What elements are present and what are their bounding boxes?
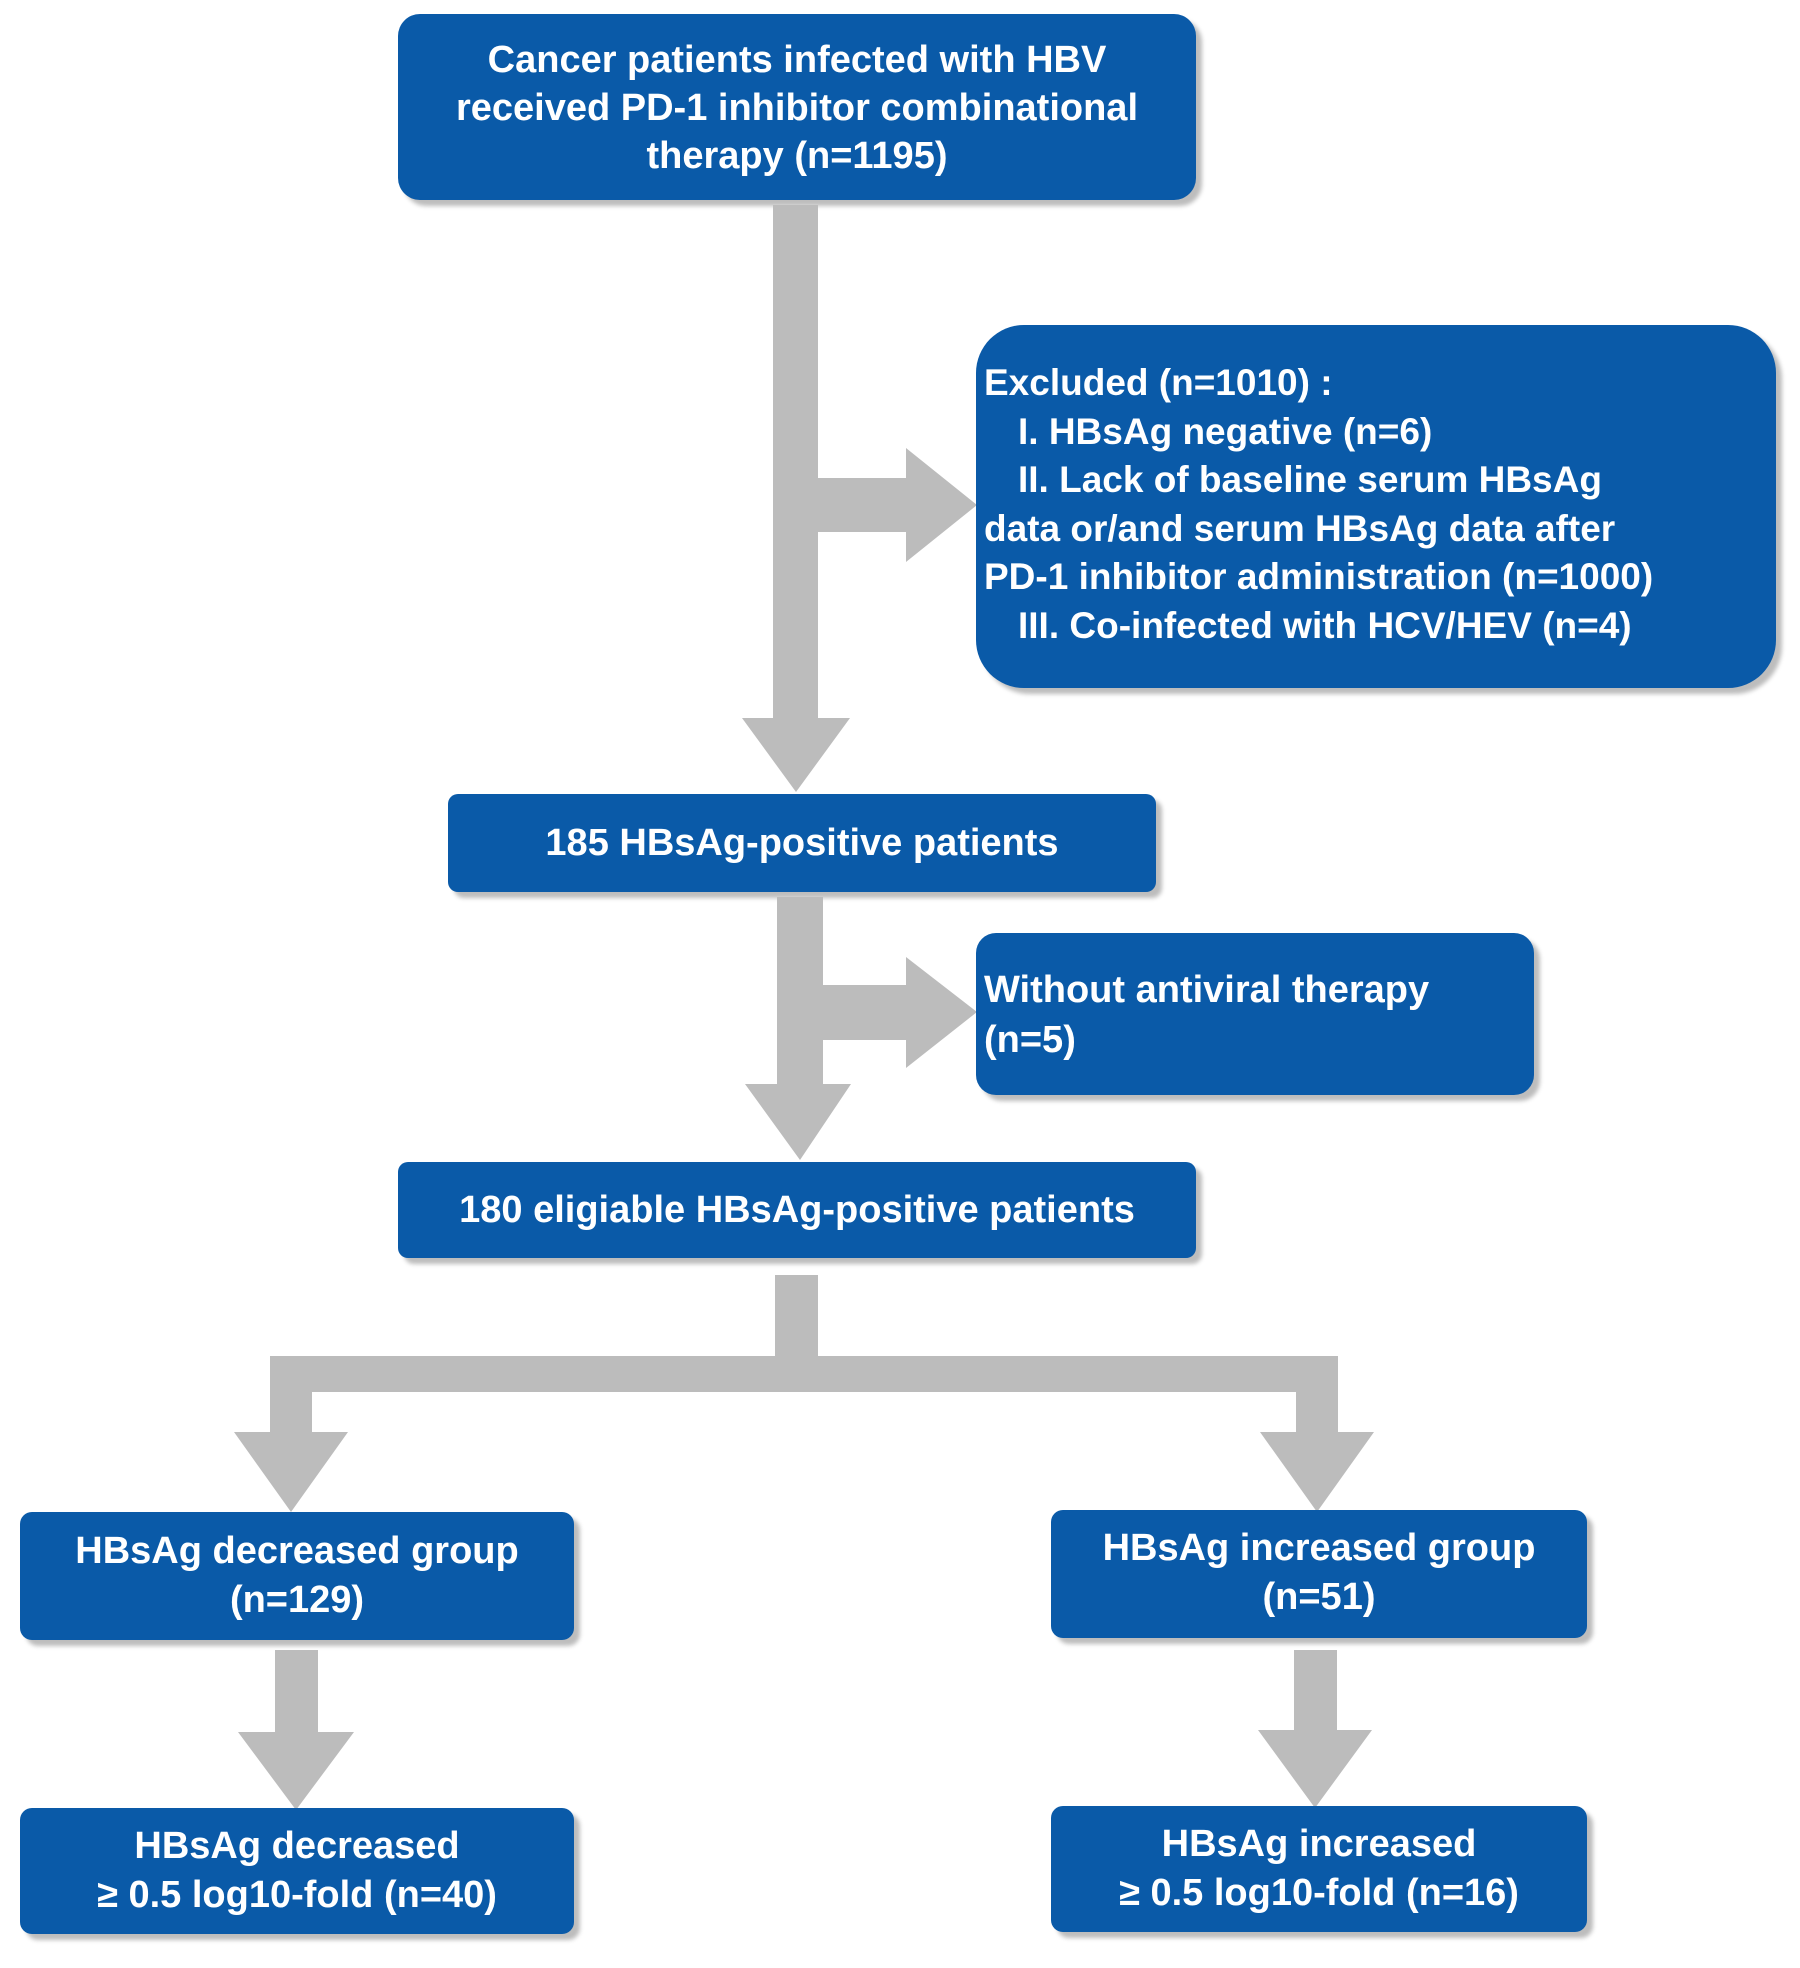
arrow-to-decreased-fold xyxy=(238,1650,354,1810)
excluded-item-1: I. HBsAg negative (n=6) xyxy=(1018,410,1433,452)
box-excluded: Excluded (n=1010) : I. HBsAg negative (n… xyxy=(976,325,1776,688)
excluded-item-3: III. Co-infected with HCV/HEV (n=4) xyxy=(1018,604,1632,646)
box-cancer-patients: Cancer patients infected with HBV receiv… xyxy=(398,14,1196,200)
excluded-heading: Excluded (n=1010) : xyxy=(984,362,1333,403)
box-decreased-group: HBsAg decreased group (n=129) xyxy=(20,1512,574,1640)
arrow-to-excluded xyxy=(818,448,977,562)
box-increased-fold: HBsAg increased ≥ 0.5 log10-fold (n=16) xyxy=(1051,1806,1587,1932)
arrow-top-to-positive xyxy=(742,205,850,792)
box-without-antiviral: Without antiviral therapy (n=5) xyxy=(976,933,1534,1095)
box-increased-group-line2: (n=51) xyxy=(1262,1576,1376,1618)
box-decreased-fold-line2: ≥ 0.5 log10-fold (n=40) xyxy=(97,1874,497,1916)
box-increased-group-line1: HBsAg increased group xyxy=(1102,1527,1536,1569)
box-positive-patients-label: 185 HBsAg-positive patients xyxy=(545,822,1059,864)
box-eligible-patients-label: 180 eligiable HBsAg-positive patients xyxy=(459,1189,1135,1231)
excluded-item-2-line1: II. Lack of baseline serum HBsAg xyxy=(1018,459,1602,500)
box-without-antiviral-line1: Without antiviral therapy xyxy=(984,969,1430,1011)
box-without-antiviral-line2: (n=5) xyxy=(984,1019,1076,1061)
arrow-to-increased-group xyxy=(1260,1356,1374,1512)
box-decreased-group-line1: HBsAg decreased group xyxy=(75,1530,519,1572)
box-cancer-patients-line1: Cancer patients infected with HBV xyxy=(487,39,1107,81)
connector-eligible-down xyxy=(775,1275,818,1357)
arrow-to-without-antiviral xyxy=(823,957,977,1068)
arrow-to-increased-fold xyxy=(1258,1650,1372,1808)
arrow-to-decreased-group xyxy=(234,1356,348,1512)
split-bar xyxy=(270,1356,1338,1392)
box-cancer-patients-line2: received PD-1 inhibitor combinational xyxy=(455,87,1138,129)
box-eligible-patients: 180 eligiable HBsAg-positive patients xyxy=(398,1162,1196,1258)
box-increased-group: HBsAg increased group (n=51) xyxy=(1051,1510,1587,1638)
excluded-item-2-line3: PD-1 inhibitor administration (n=1000) xyxy=(984,556,1654,597)
box-decreased-fold: HBsAg decreased ≥ 0.5 log10-fold (n=40) xyxy=(20,1808,574,1934)
box-decreased-group-line2: (n=129) xyxy=(229,1579,365,1621)
box-decreased-fold-line1: HBsAg decreased xyxy=(134,1825,460,1867)
arrow-positive-to-eligible xyxy=(745,897,851,1160)
box-increased-fold-line2: ≥ 0.5 log10-fold (n=16) xyxy=(1119,1872,1519,1914)
box-cancer-patients-line3: therapy (n=1195) xyxy=(646,135,948,177)
box-positive-patients: 185 HBsAg-positive patients xyxy=(448,794,1156,892)
box-increased-fold-line1: HBsAg increased xyxy=(1161,1823,1477,1865)
excluded-item-2-line2: data or/and serum HBsAg data after xyxy=(984,507,1616,549)
